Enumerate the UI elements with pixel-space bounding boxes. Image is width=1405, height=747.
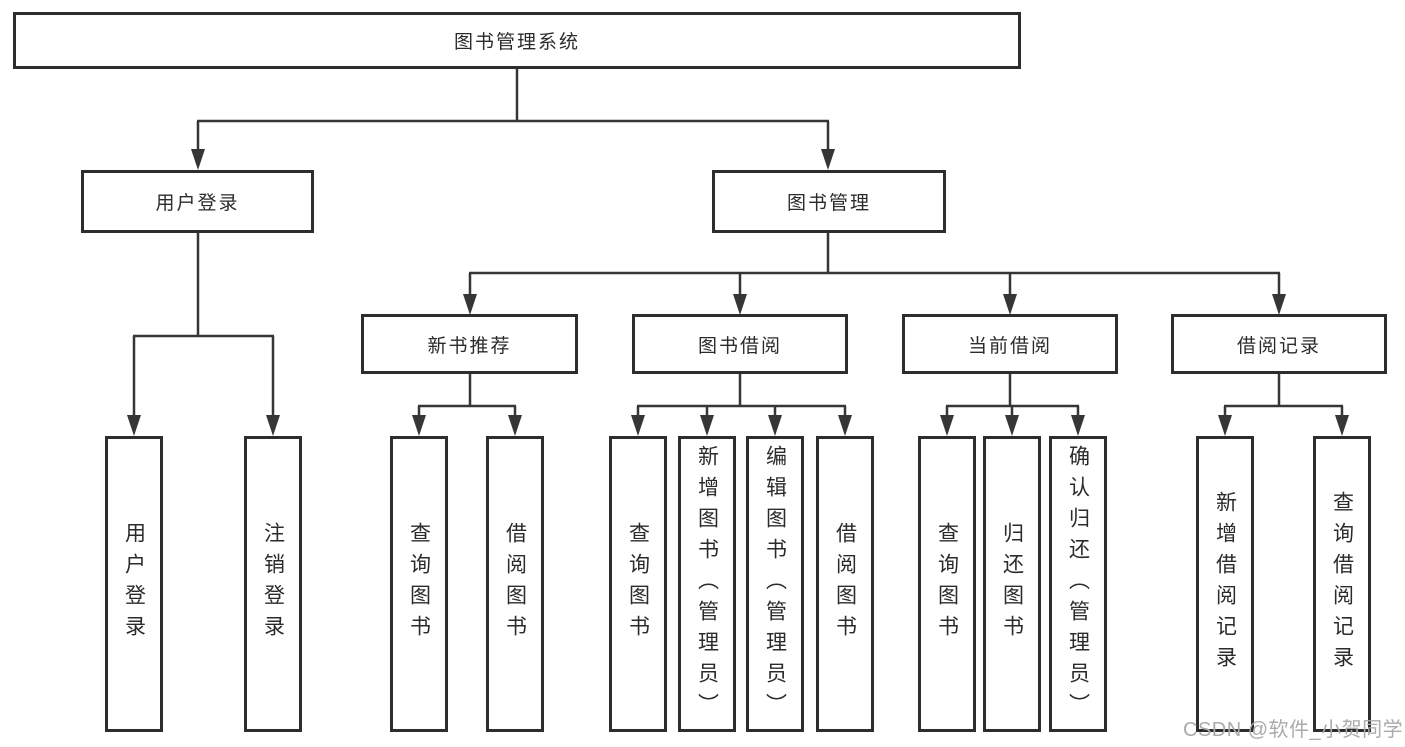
arrowhead-icon <box>1003 294 1017 315</box>
csdn-watermark: CSDN @软件_小贺同学 <box>1183 719 1404 741</box>
connector-current-borrow-to-leaves <box>940 374 1085 436</box>
arrowhead-icon <box>821 149 835 170</box>
leaf-query-books-current: 查询图书 <box>918 436 976 732</box>
connector-book-management-to-level3 <box>463 233 1286 315</box>
node-library-management-system: 图书管理系统 <box>13 12 1021 69</box>
node-new-book-recommend: 新书推荐 <box>361 314 578 374</box>
connector-new-book-recommend-to-leaves <box>412 374 522 436</box>
arrowhead-icon <box>127 415 141 436</box>
leaf-confirm-return-admin: 确认归还（管理员） <box>1049 436 1107 732</box>
leaf-borrow-books-recommend: 借阅图书 <box>486 436 544 732</box>
leaf-label: 编辑图书（管理员） <box>763 444 787 724</box>
node-book-management: 图书管理 <box>712 170 946 233</box>
connector-root-to-level2 <box>191 67 835 170</box>
node-label: 用户登录 <box>155 193 240 214</box>
leaf-label: 借阅图书 <box>833 522 857 646</box>
leaf-label: 注销登录 <box>261 522 285 646</box>
node-current-borrow: 当前借阅 <box>902 314 1118 374</box>
leaf-user-login: 用户登录 <box>105 436 163 732</box>
node-user-login: 用户登录 <box>81 170 314 233</box>
leaf-borrow-books: 借阅图书 <box>816 436 874 732</box>
leaf-label: 查询图书 <box>935 522 959 646</box>
leaf-label: 查询图书 <box>407 522 431 646</box>
arrowhead-icon <box>1218 415 1232 436</box>
node-book-borrow: 图书借阅 <box>632 314 848 374</box>
arrowhead-icon <box>266 415 280 436</box>
arrowhead-icon <box>940 415 954 436</box>
leaf-label: 查询借阅记录 <box>1330 491 1354 677</box>
connector-book-borrow-to-leaves <box>631 374 852 436</box>
node-label: 借阅记录 <box>1236 335 1321 357</box>
connector-user-login-to-leaves <box>127 233 280 436</box>
arrowhead-icon <box>700 415 714 436</box>
arrowhead-icon <box>733 294 747 315</box>
leaf-query-borrow-record: 查询借阅记录 <box>1313 436 1371 732</box>
node-label: 图书管理 <box>786 193 871 214</box>
leaf-query-books-borrow: 查询图书 <box>609 436 667 732</box>
leaf-label: 借阅图书 <box>503 522 527 646</box>
arrowhead-icon <box>412 415 426 436</box>
leaf-label: 确认归还（管理员） <box>1066 444 1090 724</box>
leaf-label: 新增借阅记录 <box>1213 491 1237 677</box>
node-label: 图书借阅 <box>697 335 782 357</box>
arrowhead-icon <box>463 294 477 315</box>
leaf-edit-book-admin: 编辑图书（管理员） <box>746 436 804 732</box>
leaf-label: 新增图书（管理员） <box>695 444 719 724</box>
arrowhead-icon <box>768 415 782 436</box>
leaf-label: 用户登录 <box>122 522 146 646</box>
arrowhead-icon <box>1071 415 1085 436</box>
connector-borrow-records-to-leaves <box>1218 374 1349 436</box>
node-label: 当前借阅 <box>967 335 1052 357</box>
arrowhead-icon <box>631 415 645 436</box>
leaf-return-book: 归还图书 <box>983 436 1041 732</box>
arrowhead-icon <box>1005 415 1019 436</box>
leaf-add-book-admin: 新增图书（管理员） <box>678 436 736 732</box>
leaf-label: 归还图书 <box>1000 522 1024 646</box>
arrowhead-icon <box>508 415 522 436</box>
leaf-query-books-recommend: 查询图书 <box>390 436 448 732</box>
arrowhead-icon <box>1272 294 1286 315</box>
node-label: 图书管理系统 <box>453 32 580 53</box>
node-borrow-records: 借阅记录 <box>1171 314 1387 374</box>
leaf-logout: 注销登录 <box>244 436 302 732</box>
node-label: 新书推荐 <box>427 335 512 357</box>
leaf-label: 查询图书 <box>626 522 650 646</box>
arrowhead-icon <box>838 415 852 436</box>
arrowhead-icon <box>1335 415 1349 436</box>
leaf-add-borrow-record: 新增借阅记录 <box>1196 436 1254 732</box>
arrowhead-icon <box>191 149 205 170</box>
